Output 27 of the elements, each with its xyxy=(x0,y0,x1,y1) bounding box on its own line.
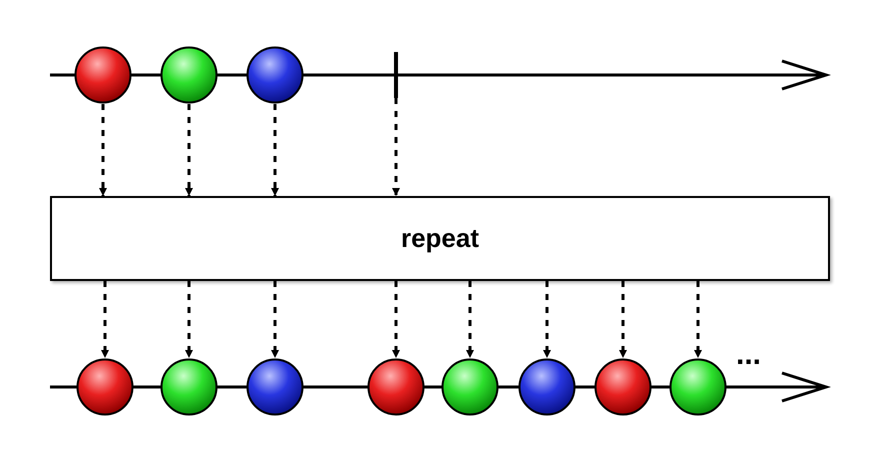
marble-circle xyxy=(367,358,425,416)
marble-circle xyxy=(246,46,304,104)
dashed-arrow xyxy=(543,281,551,358)
marble-circle xyxy=(594,358,652,416)
dashed-arrow xyxy=(392,98,400,196)
marble-circle xyxy=(160,358,218,416)
dashed-arrow xyxy=(466,281,474,358)
dashed-arrow xyxy=(101,281,109,358)
continuation-ellipsis: ... xyxy=(736,338,762,372)
completion-tick xyxy=(394,52,398,98)
marble-circle xyxy=(74,46,132,104)
dashed-arrow xyxy=(619,281,627,358)
marble-circle xyxy=(160,46,218,104)
dashed-arrow xyxy=(99,104,107,196)
dashed-arrow xyxy=(185,104,193,196)
marble-circle xyxy=(76,358,134,416)
marble-circle xyxy=(518,358,576,416)
marble-circle xyxy=(669,358,727,416)
dashed-arrow xyxy=(271,281,279,358)
operator-box xyxy=(50,196,830,281)
marble-circle xyxy=(441,358,499,416)
operator-label: repeat xyxy=(400,223,480,254)
dashed-arrow xyxy=(694,281,702,358)
marble-circle xyxy=(246,358,304,416)
dashed-arrow xyxy=(271,104,279,196)
dashed-arrow xyxy=(392,281,400,358)
dashed-arrow xyxy=(185,281,193,358)
